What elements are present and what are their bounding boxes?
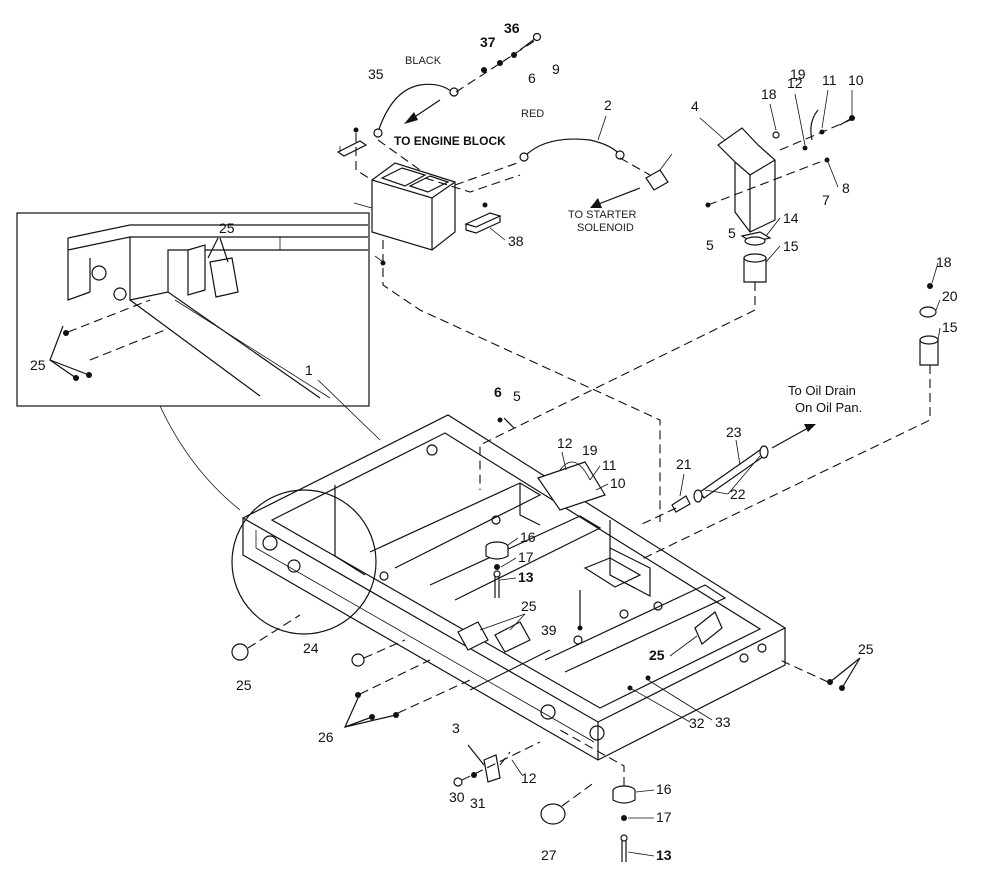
callout-15: 15 xyxy=(942,319,958,335)
callout-10: 10 xyxy=(610,475,626,491)
callout-29: 38 xyxy=(508,233,524,249)
solenoid-terminal xyxy=(645,169,669,191)
callout-25: 25 xyxy=(30,357,46,373)
callout-16: 16 xyxy=(656,781,672,797)
mount-bracket-group xyxy=(479,109,939,561)
clamp-3 xyxy=(483,754,501,783)
callout-17: 17 xyxy=(518,549,534,565)
callout-15: 15 xyxy=(783,238,799,254)
callout-16: 16 xyxy=(520,529,536,545)
callout-34: 39 xyxy=(541,622,557,638)
to-starter-note-line2: SOLENOID xyxy=(577,222,634,234)
callout-8: 8 xyxy=(842,180,850,196)
detail-inset xyxy=(16,212,370,407)
callout-14: 14 xyxy=(783,210,799,226)
to-starter-note-line1: TO STARTER xyxy=(568,209,637,221)
callout-33: 33 xyxy=(715,714,731,730)
bracket-plate xyxy=(494,621,531,653)
plug-25 xyxy=(231,643,249,661)
lower-isolator-stack xyxy=(559,729,636,862)
callout-25: 27 xyxy=(541,847,557,863)
callout-11: 11 xyxy=(822,72,837,88)
callout-25: 25 xyxy=(236,677,252,693)
callout-4: 4 xyxy=(691,98,699,114)
black-cable-label: BLACK xyxy=(405,55,442,67)
red-cable xyxy=(523,138,621,158)
callout-6: 5 xyxy=(706,237,714,253)
bracket-plate xyxy=(694,611,723,645)
center-isolator-stack xyxy=(485,541,509,598)
mount-bracket xyxy=(717,127,776,233)
callout-25: 25 xyxy=(219,220,235,236)
callout-13: 13 xyxy=(518,569,534,585)
black-cable xyxy=(377,83,453,133)
battery-group xyxy=(336,32,669,522)
callout-17: 17 xyxy=(656,809,672,825)
callout-3: 3 xyxy=(452,720,460,736)
oil-drain-note-line1: To Oil Drain xyxy=(788,383,856,398)
drain-valve-21 xyxy=(671,495,691,513)
callout-11: 11 xyxy=(602,457,617,473)
nut-20 xyxy=(919,306,937,318)
oil-drain-hose xyxy=(639,424,816,526)
callout-18: 18 xyxy=(936,254,952,270)
bracket-plate xyxy=(209,257,239,298)
callout-1: 1 xyxy=(305,362,313,378)
callout-5: 5 xyxy=(728,225,736,241)
callout-5: 5 xyxy=(513,388,521,404)
callout-13: 13 xyxy=(656,847,672,863)
wire-harness-clip xyxy=(537,461,606,511)
base-frame xyxy=(241,414,787,761)
callout-30: 30 xyxy=(449,789,465,805)
callout-27: 36 xyxy=(504,20,520,36)
isolator-14 xyxy=(744,236,766,246)
inset-frame xyxy=(16,212,370,407)
detail-circle xyxy=(231,489,377,635)
callout-7: 7 xyxy=(822,192,830,208)
callout-12: 12 xyxy=(787,75,803,91)
red-cable-label: RED xyxy=(521,108,544,120)
callout-18: 18 xyxy=(761,86,777,102)
bracket-plate xyxy=(187,244,206,296)
callout-32: 32 xyxy=(689,715,705,731)
callout-2: 2 xyxy=(604,97,612,113)
callout-12: 12 xyxy=(557,435,573,451)
callout-25: 25 xyxy=(858,641,874,657)
bracket-plate xyxy=(457,621,489,651)
callout-26: 35 xyxy=(368,66,384,82)
callout-21: 21 xyxy=(676,456,692,472)
callout-22: 22 xyxy=(730,486,746,502)
to-engine-block-note: TO ENGINE BLOCK xyxy=(394,134,506,148)
callout-19: 19 xyxy=(582,442,598,458)
callout-10: 10 xyxy=(848,72,864,88)
bolt-24 xyxy=(351,653,365,667)
callout-9: 9 xyxy=(552,61,560,77)
callout-23: 23 xyxy=(726,424,742,440)
callout-28: 37 xyxy=(480,34,496,50)
callout-7: 6 xyxy=(528,70,536,86)
callout-24: 24 xyxy=(303,640,319,656)
callout-25: 26 xyxy=(318,729,334,745)
plug-25b xyxy=(540,803,566,825)
callout-25: 25 xyxy=(521,598,537,614)
callout-12: 12 xyxy=(521,770,537,786)
callout-19: 19 xyxy=(790,66,806,82)
callout-6: 6 xyxy=(494,384,502,400)
callout-20: 20 xyxy=(942,288,958,304)
battery-strap xyxy=(336,140,368,157)
oil-drain-note-line2: On Oil Pan. xyxy=(795,400,862,415)
callout-31: 31 xyxy=(470,795,486,811)
callout-25: 25 xyxy=(649,647,665,663)
